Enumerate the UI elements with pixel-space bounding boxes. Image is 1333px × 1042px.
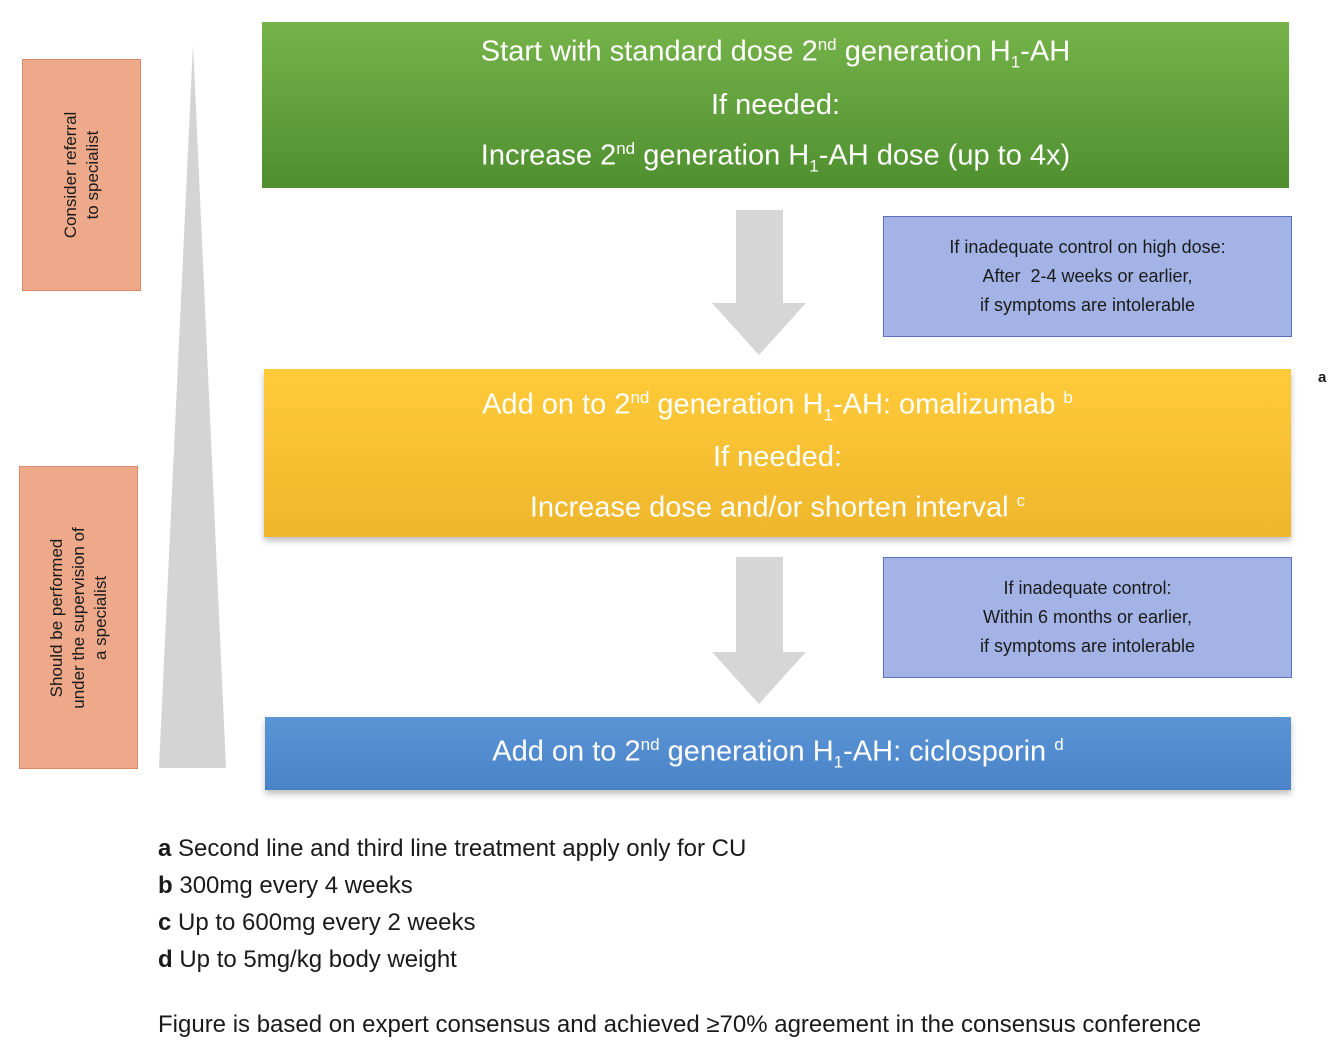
- second-line-treatment-box: Add on to 2nd generation H1-AH: omalizum…: [264, 369, 1291, 537]
- subscript: 1: [809, 155, 819, 175]
- text-part: Increase 2: [480, 139, 617, 172]
- text-part: Add on to 2: [482, 388, 631, 421]
- text-part: -AH dose (up to 4x): [818, 139, 1071, 172]
- down-arrow-icon: [712, 557, 806, 704]
- text-part: generation H: [659, 735, 834, 768]
- footnote-text: Up to 600mg every 2 weeks: [171, 909, 476, 936]
- subscript: 1: [823, 405, 833, 425]
- text-part: -AH: omalizumab: [832, 388, 1064, 421]
- text-part: Add on to 2: [492, 735, 641, 768]
- supervision-label-line: a specialist: [90, 575, 110, 660]
- second-line-line2: If needed:: [713, 441, 842, 474]
- footnote-key: c: [158, 909, 172, 936]
- footnote-mark: b: [1063, 387, 1073, 407]
- escalation-note-first: If inadequate control on high dose: Afte…: [883, 216, 1292, 337]
- footnote-key: d: [158, 946, 173, 973]
- text-part: generation H: [635, 139, 810, 172]
- text-part: Start with standard dose 2: [480, 35, 818, 68]
- note-line: After 2-4 weeks or earlier,: [982, 266, 1193, 286]
- first-line-line3: Increase 2nd generation H1-AH dose (up t…: [262, 127, 1289, 187]
- superscript: nd: [640, 735, 660, 755]
- second-line-line1: Add on to 2nd generation H1-AH: omalizum…: [264, 376, 1291, 436]
- text-part: generation H: [649, 388, 824, 421]
- escalation-note-second: If inadequate control: Within 6 months o…: [883, 557, 1292, 678]
- footnote-key: b: [158, 872, 173, 899]
- footnote-key: a: [158, 835, 172, 862]
- note-line: If inadequate control on high dose:: [949, 237, 1226, 257]
- note-line: if symptoms are intolerable: [979, 636, 1196, 656]
- superscript: nd: [817, 35, 837, 55]
- superscript: nd: [616, 138, 636, 158]
- first-line-line2: If needed:: [711, 88, 840, 121]
- subscript: 1: [833, 752, 844, 772]
- referral-label-line: to specialist: [82, 130, 102, 220]
- note-line: Within 6 months or earlier,: [982, 607, 1193, 627]
- first-line-treatment-box: Start with standard dose 2nd generation …: [262, 22, 1289, 188]
- footnote-mark: d: [1054, 735, 1064, 755]
- text-part: generation H: [836, 35, 1011, 68]
- escalation-wedge: [159, 44, 226, 768]
- first-line-line1: Start with standard dose 2nd generation …: [262, 23, 1289, 83]
- superscript: nd: [630, 387, 650, 407]
- footnote-text: Second line and third line treatment app…: [171, 835, 747, 862]
- note-line: if symptoms are intolerable: [979, 295, 1196, 315]
- referral-label-line: Consider referral: [60, 111, 80, 239]
- footnote-item: c Up to 600mg every 2 weeks: [158, 904, 746, 941]
- second-line-footnote-mark: a: [1318, 369, 1327, 386]
- third-line-treatment-box: Add on to 2nd generation H1-AH: ciclospo…: [265, 717, 1291, 790]
- footnote-mark: c: [1016, 491, 1026, 511]
- supervision-label-line: Should be performed: [46, 538, 66, 697]
- consensus-statement: Figure is based on expert consensus and …: [158, 1011, 1202, 1038]
- supervision-label-line: under the supervision of: [68, 526, 88, 709]
- supervision-label-box: Should be performed under the supervisio…: [19, 466, 138, 769]
- second-line-line3: Increase dose and/or shorten interval c: [264, 479, 1291, 530]
- footnote-item: b 300mg every 4 weeks: [158, 867, 746, 904]
- footnote-text: Up to 5mg/kg body weight: [172, 946, 457, 973]
- third-line-line1: Add on to 2nd generation H1-AH: ciclospo…: [265, 723, 1291, 783]
- footnote-item: d Up to 5mg/kg body weight: [158, 941, 746, 978]
- subscript: 1: [1010, 52, 1021, 72]
- text-part: -AH: [1020, 35, 1071, 68]
- footnotes: a Second line and third line treatment a…: [158, 830, 746, 978]
- referral-label-box: Consider referral to specialist: [22, 59, 141, 291]
- footnote-text: 300mg every 4 weeks: [172, 872, 413, 899]
- text-part: -AH: ciclosporin: [843, 735, 1055, 768]
- down-arrow-icon: [712, 210, 806, 355]
- text-part: Increase dose and/or shorten interval: [529, 492, 1017, 525]
- footnote-item: a Second line and third line treatment a…: [158, 830, 746, 867]
- note-line: If inadequate control:: [1003, 578, 1172, 598]
